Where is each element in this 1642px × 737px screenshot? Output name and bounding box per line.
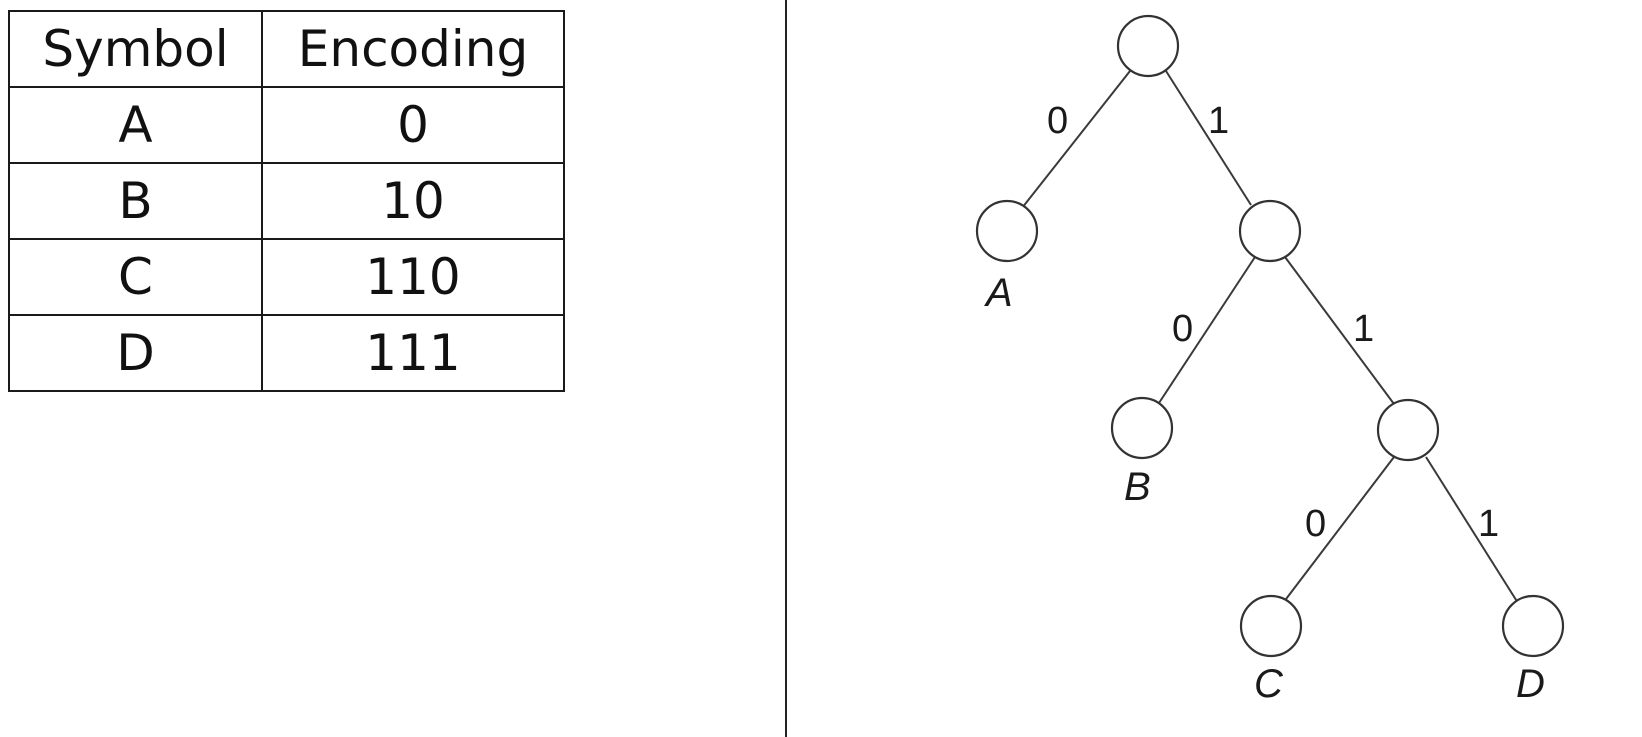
table-row: A 0 <box>8 86 565 164</box>
cell-symbol: D <box>8 314 263 392</box>
cell-encoding: 10 <box>261 162 565 240</box>
tree-edges <box>1021 70 1519 604</box>
leaf-label: A <box>984 271 1013 315</box>
tree-nodes <box>975 14 1565 658</box>
tree-node-leaf <box>1110 396 1174 460</box>
tree-edge <box>1282 456 1395 604</box>
tree-node-root <box>1116 14 1180 78</box>
table-row: D 111 <box>8 314 565 392</box>
tree-edge <box>1156 256 1256 407</box>
leaf-label: D <box>1516 662 1545 706</box>
cell-symbol: A <box>8 86 263 164</box>
edge-label: 0 <box>1305 503 1326 545</box>
tree-node-leaf <box>975 199 1039 263</box>
tree-edge-labels: 0 1 0 1 0 1 <box>1047 100 1499 545</box>
edge-label: 1 <box>1478 503 1499 545</box>
tree-node-leaf <box>1239 594 1303 658</box>
tree-leaf-labels: A B C D <box>984 271 1545 706</box>
table-row: C 110 <box>8 238 565 316</box>
cell-encoding: 111 <box>261 314 565 392</box>
tree-node-leaf <box>1501 594 1565 658</box>
encoding-table: Symbol Encoding A 0 B 10 C 110 D 111 <box>8 10 565 392</box>
tree-edge <box>1425 456 1519 604</box>
cell-encoding: 0 <box>261 86 565 164</box>
tree-edge <box>1165 70 1252 206</box>
cell-symbol: B <box>8 162 263 240</box>
tree-edge <box>1284 256 1395 405</box>
leaf-label: B <box>1124 465 1151 509</box>
table-row: B 10 <box>8 162 565 240</box>
header-encoding: Encoding <box>261 10 565 88</box>
tree-edge <box>1021 70 1131 209</box>
tree-node-internal <box>1376 398 1440 462</box>
edge-label: 0 <box>1047 100 1068 142</box>
cell-symbol: C <box>8 238 263 316</box>
leaf-label: C <box>1254 662 1284 706</box>
edge-label: 1 <box>1208 100 1229 142</box>
table-header-row: Symbol Encoding <box>8 10 565 88</box>
header-symbol: Symbol <box>8 10 263 88</box>
edge-label: 1 <box>1353 308 1374 350</box>
tree-node-internal <box>1238 199 1302 263</box>
vertical-divider <box>785 0 787 737</box>
edge-label: 0 <box>1172 308 1193 350</box>
cell-encoding: 110 <box>261 238 565 316</box>
